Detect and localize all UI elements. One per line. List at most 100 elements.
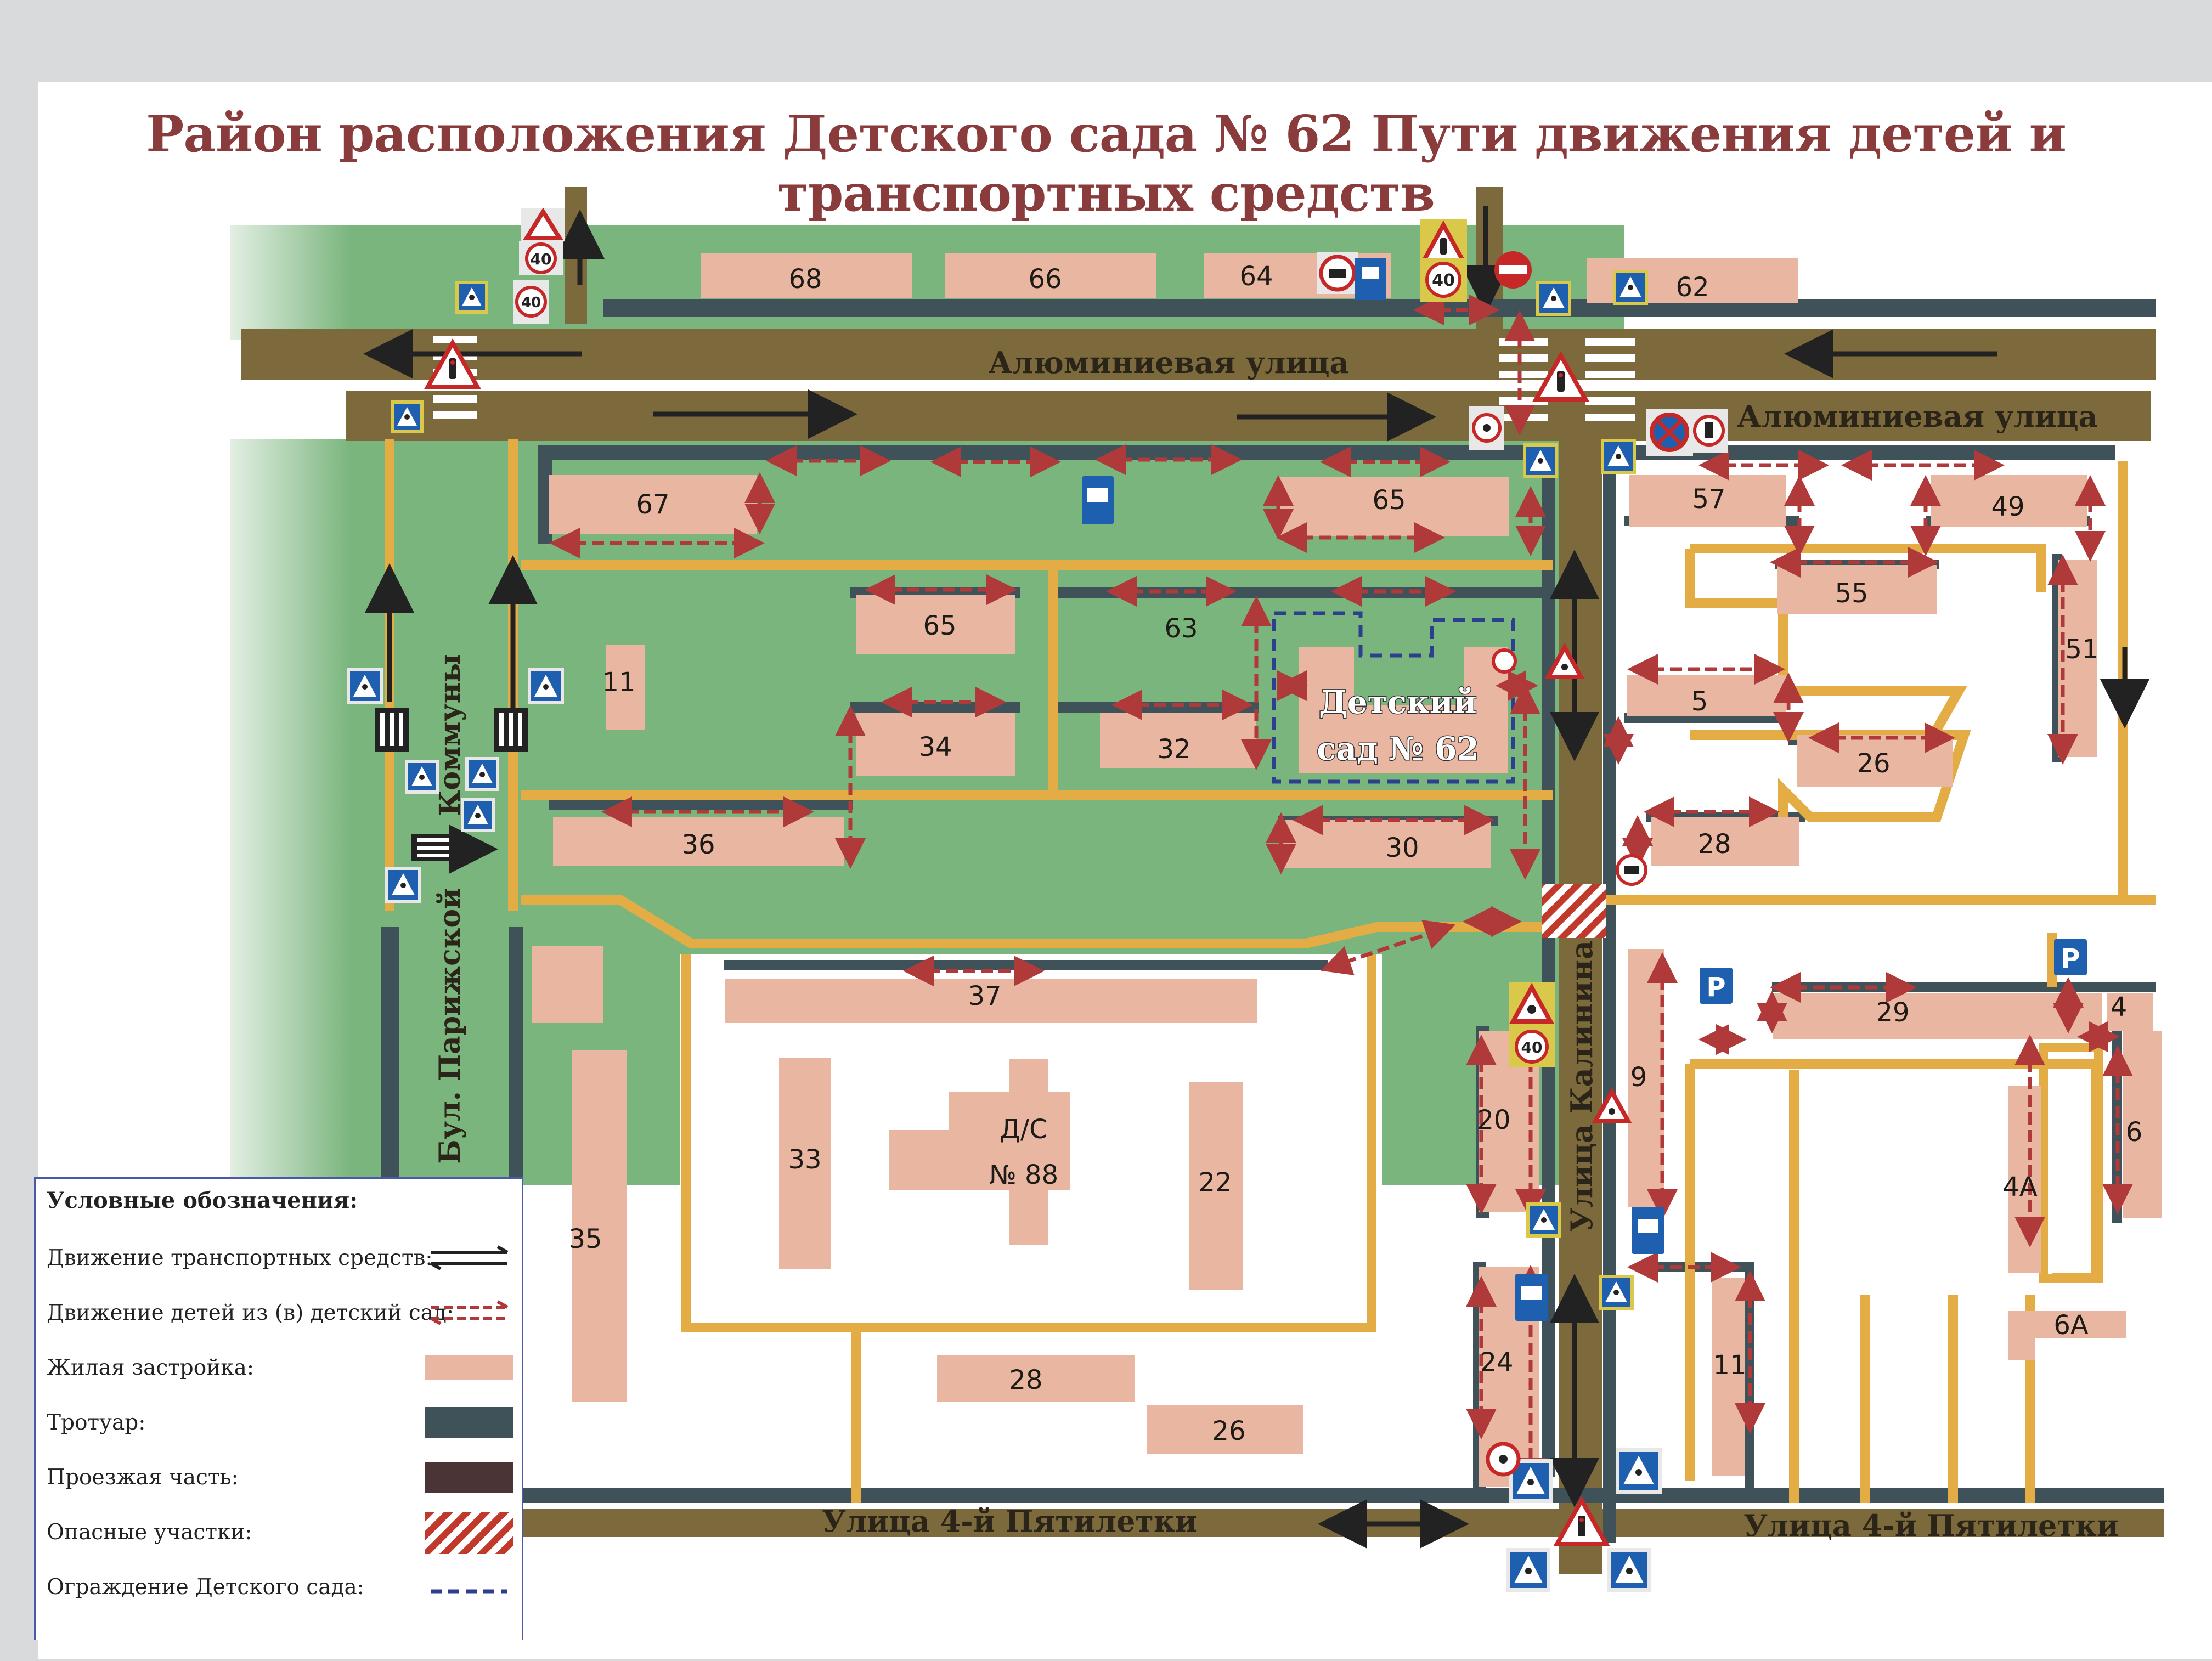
legend-label-sidewalk: Тротуар:	[47, 1410, 146, 1435]
building-11-west: 11	[602, 667, 635, 698]
no-trucks-icon	[1624, 866, 1639, 874]
legend-label-carriageway: Проезжая часть:	[47, 1465, 239, 1490]
bus-stop-icon	[1362, 267, 1379, 279]
street-pyatiletki-right: Улица 4-й Пятилетки	[1743, 1508, 2119, 1543]
legend-title: Условные обозначения:	[47, 1188, 358, 1213]
no-trucks-icon	[1329, 269, 1346, 278]
pedestrian-crossing-icon	[469, 295, 475, 300]
pedestrian-crossing-signs	[347, 270, 1662, 1592]
legend-label-fence: Ограждение Детского сада:	[47, 1575, 364, 1600]
legend-label-danger: Опасные участки:	[47, 1520, 252, 1545]
building-4: 4	[2111, 992, 2128, 1022]
building-49: 49	[1991, 491, 2024, 522]
kindergarten-fence	[1272, 611, 1515, 784]
speed-limit-signs: 40 40 40 40	[514, 241, 1555, 1067]
speed-limit-value: 40	[1432, 271, 1455, 290]
building-68: 68	[788, 264, 822, 295]
legend-row-residential: Жилая застройка:	[47, 1343, 513, 1393]
building-34: 34	[918, 732, 952, 762]
traffic-light-icon	[1440, 238, 1447, 255]
pedestrian-crossing-icon	[1613, 1290, 1619, 1295]
building-67: 67	[636, 489, 669, 520]
pedestrian-crossing-icon	[1541, 1217, 1547, 1223]
legend-row-danger: Опасные участки:	[47, 1508, 513, 1557]
street-aluminum-right: Алюминиевая улица	[1737, 399, 2097, 434]
parking-icon: P	[2061, 944, 2080, 974]
legend-swatch-danger	[425, 1512, 513, 1554]
building-35: 35	[568, 1224, 602, 1255]
map-title: Район расположения Детского сада № 62 Пу…	[146, 104, 2067, 223]
building-22: 22	[1198, 1167, 1232, 1198]
pedestrian-crossing-icon	[362, 684, 368, 690]
pedestrian-crossing-icon	[1616, 454, 1621, 459]
building-57: 57	[1692, 484, 1725, 515]
road-aluminum-median	[241, 380, 2156, 391]
legend-label-traffic: Движение транспортных средств:	[47, 1246, 433, 1270]
building-36: 36	[681, 829, 715, 860]
legend-swatch-sidewalk	[425, 1407, 513, 1438]
bus-stop-icon	[1521, 1286, 1542, 1300]
pedestrian-crossing-icon	[475, 813, 481, 818]
legend-label-children: Движение детей из (в) детский сад:	[47, 1301, 454, 1325]
building-6: 6	[2126, 1117, 2143, 1148]
children-warning-icon	[1609, 1108, 1615, 1115]
children-warning-icon	[1561, 664, 1568, 670]
pedestrian-crossing-icon	[1635, 1469, 1642, 1476]
building-26-south: 26	[1212, 1416, 1245, 1447]
legend-swatch-traffic-arrows	[430, 1245, 509, 1270]
building-5: 5	[1691, 686, 1708, 717]
legend-panel: Условные обозначения: Движение транспорт…	[34, 1177, 523, 1640]
no-motorcycles-icon	[1499, 1455, 1508, 1464]
legend-label-residential: Жилая застройка:	[47, 1355, 254, 1380]
road-kalinina	[1559, 439, 1602, 1574]
building-11-east: 11	[1713, 1350, 1746, 1381]
pedestrian-crossing-icon	[1626, 1568, 1633, 1574]
building-65-center: 65	[923, 611, 956, 641]
building-55: 55	[1835, 578, 1868, 609]
building-20: 20	[1477, 1105, 1510, 1135]
misc-signs: P P	[1082, 251, 2087, 1477]
street-parizhskoy: Бул. Парижской	[433, 888, 467, 1163]
traffic-light-icon	[450, 360, 455, 365]
pedestrian-warning-icon	[522, 207, 564, 240]
no-entry-vehicles-icon	[1492, 648, 1517, 674]
pedestrian-crossing-icon	[400, 883, 406, 888]
building-29: 29	[1876, 997, 1909, 1028]
street-aluminum-upper: Алюминиевая улица	[988, 345, 1348, 380]
pedestrian-crossing-icon	[1628, 285, 1633, 290]
building-62: 62	[1675, 272, 1709, 303]
traffic-light-icon	[1579, 1518, 1584, 1522]
no-motorcycles-icon	[1483, 424, 1491, 432]
building-63: 63	[1164, 613, 1198, 644]
building-6a: 6А	[2053, 1310, 2089, 1341]
children-warning-icon	[1527, 1005, 1536, 1014]
building-28-south: 28	[1009, 1365, 1042, 1396]
pedestrian-crossing-icon	[479, 772, 485, 777]
building-28-east: 28	[1697, 829, 1731, 860]
legend-swatch-children-route	[430, 1300, 509, 1325]
legend-row-children: Движение детей из (в) детский сад:	[47, 1289, 509, 1338]
building-37: 37	[968, 981, 1001, 1012]
danger-zone	[1542, 884, 1606, 938]
building-66: 66	[1028, 264, 1062, 295]
children-routes	[549, 295, 2133, 1489]
building-9: 9	[1630, 1062, 1647, 1093]
speed-limit-value: 40	[521, 295, 541, 311]
legend-row-fence: Ограждение Детского сада:	[47, 1563, 507, 1612]
ds88-label-line2: № 88	[989, 1160, 1058, 1190]
legend-row-sidewalk: Тротуар:	[47, 1398, 513, 1448]
ds88-label-line1: Д/С	[1000, 1114, 1047, 1145]
building-24: 24	[1480, 1347, 1513, 1378]
building-32: 32	[1157, 734, 1190, 765]
speed-limit-value: 40	[1521, 1038, 1543, 1057]
legend-row-carriageway: Проезжая часть:	[47, 1453, 513, 1502]
street-kommuny: Коммуны	[433, 654, 467, 816]
building-51: 51	[2065, 634, 2098, 665]
legend-row-traffic: Движение транспортных средств:	[47, 1234, 509, 1283]
legend-swatch-residential	[425, 1355, 513, 1380]
warning-signs	[424, 207, 1632, 1546]
street-kalinina: Улица Калинина	[1564, 940, 1599, 1232]
building-4a: 4А	[2002, 1172, 2038, 1202]
